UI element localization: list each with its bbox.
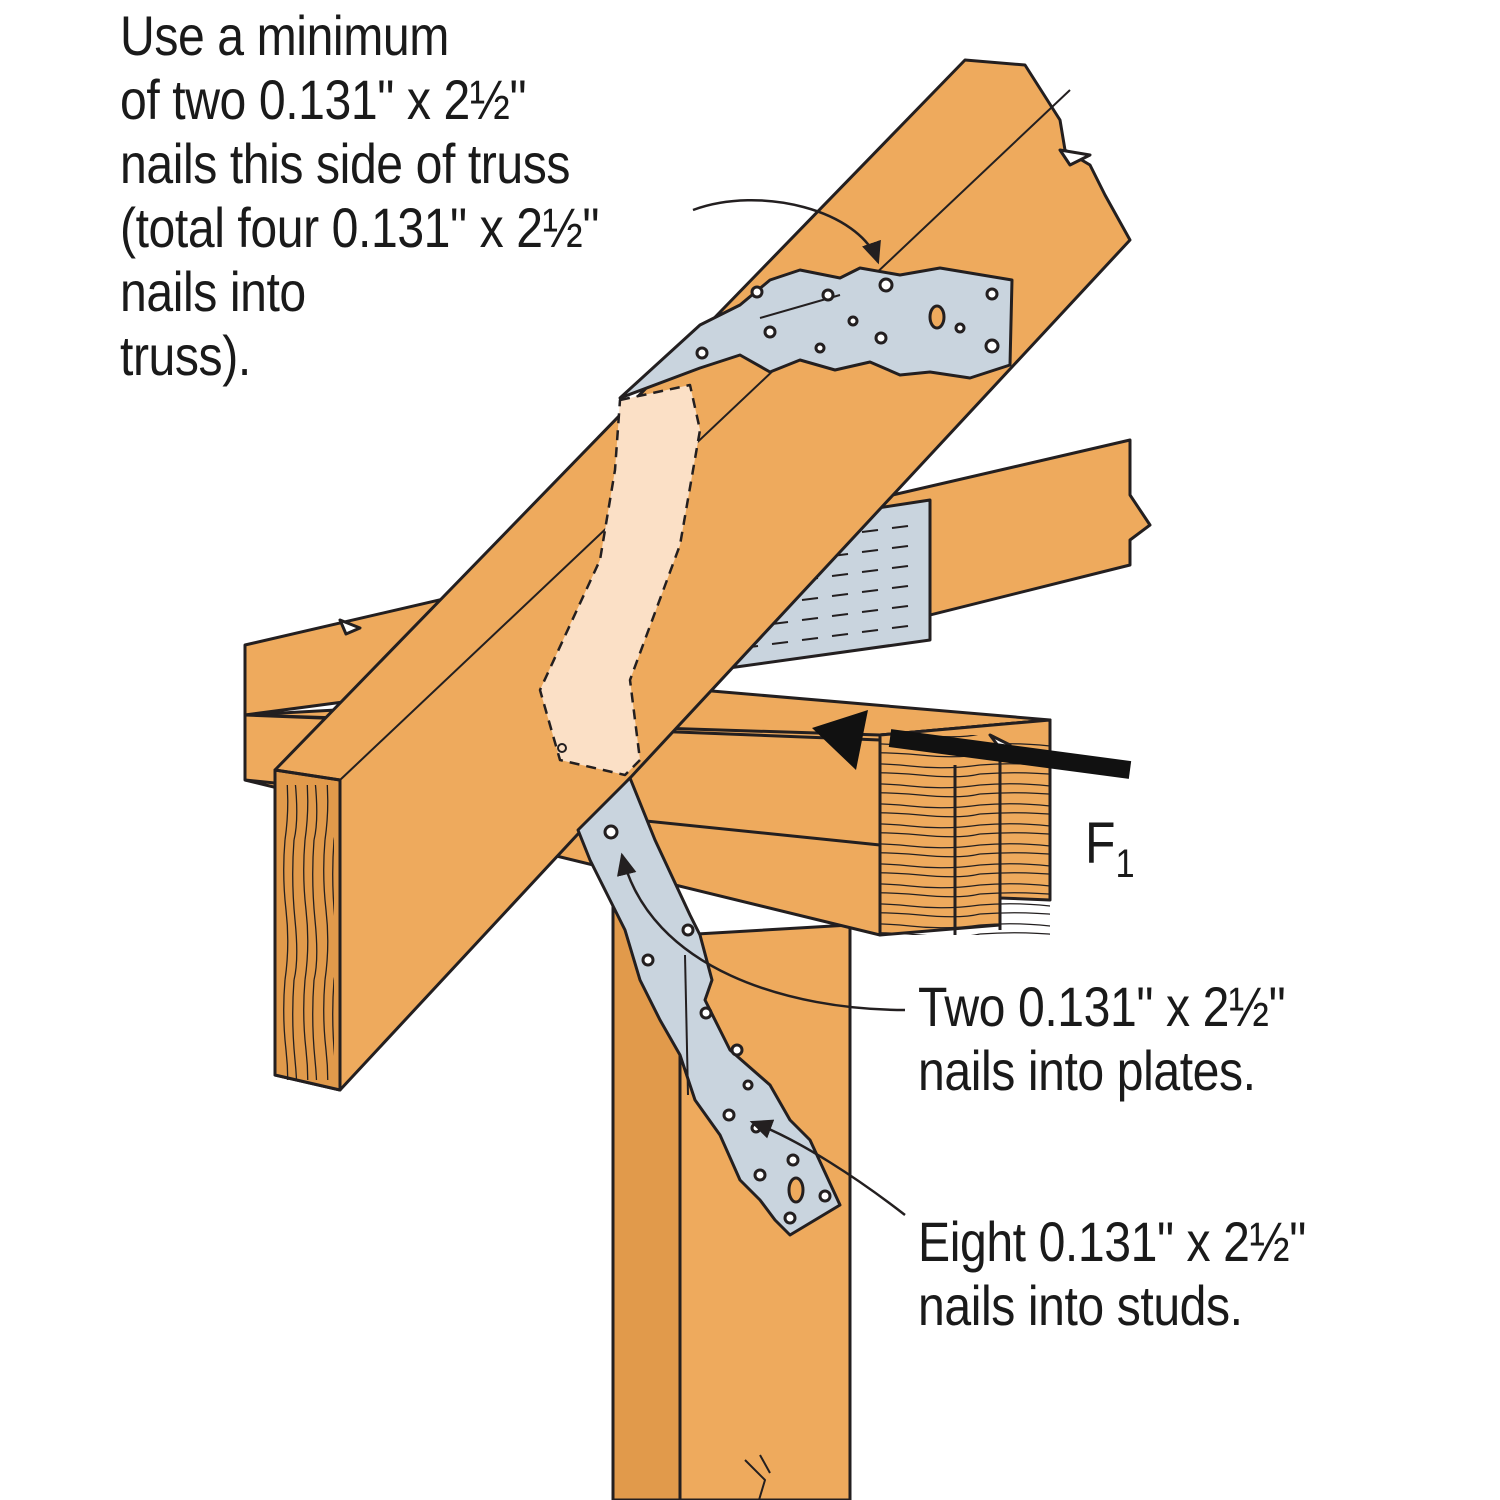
truss-nailing-note: Use a minimum of two 0.131" x 2½" nails …: [120, 4, 599, 388]
plates-note-line: nails into plates.: [918, 1039, 1256, 1102]
twist-strap-upper: [618, 266, 1014, 400]
force-symbol: F: [1085, 811, 1116, 876]
force-arrow: [812, 710, 1132, 779]
leader-truss-nails: [692, 199, 881, 265]
leader-plate-nails: [617, 852, 906, 1012]
studs-note-line: nails into studs.: [918, 1274, 1243, 1337]
truss-note-line: of two 0.131" x 2½": [120, 68, 527, 131]
truss-note-line: truss).: [120, 324, 251, 387]
truss-note-line: (total four 0.131" x 2½": [120, 196, 599, 259]
truss-note-line: nails this side of truss: [120, 132, 571, 195]
studs-note-line: Eight 0.131" x 2½": [918, 1210, 1306, 1273]
truss-note-line: Use a minimum: [120, 4, 449, 67]
force-subscript: 1: [1115, 842, 1135, 886]
plates-nailing-note: Two 0.131" x 2½" nails into plates.: [918, 975, 1286, 1103]
plates-note-line: Two 0.131" x 2½": [918, 975, 1286, 1038]
studs-nailing-note: Eight 0.131" x 2½" nails into studs.: [918, 1210, 1306, 1338]
leader-stud-nails: [749, 1119, 906, 1216]
wall-stud: [611, 903, 852, 1500]
hidden-strap-outline: [538, 383, 702, 777]
truss-note-line: nails into: [120, 260, 306, 323]
force-label: F1: [1085, 810, 1135, 887]
